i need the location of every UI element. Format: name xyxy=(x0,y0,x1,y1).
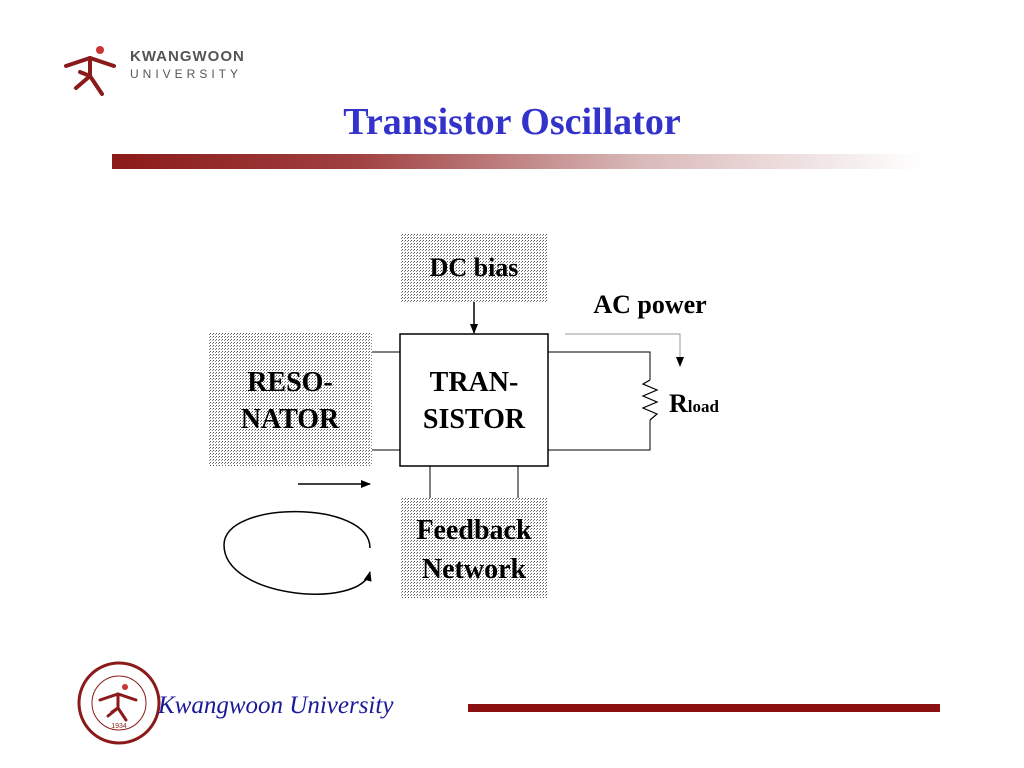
feedback-network-box xyxy=(400,498,548,598)
title-underline-bar xyxy=(112,154,922,169)
rload-label: Rload xyxy=(669,389,720,418)
feedback-label-1: Feedback xyxy=(416,515,532,546)
resistor-icon xyxy=(641,379,659,421)
seal-year: 1934 xyxy=(111,723,127,730)
loop-arrow-icon xyxy=(223,510,372,595)
university-seal-icon: 1934 xyxy=(77,661,161,745)
transistor-label-2: SISTOR xyxy=(423,404,526,435)
dc-bias-label: DC bias xyxy=(430,253,519,282)
transistor-label-1: TRAN- xyxy=(430,367,519,398)
resonator-label-1: RESO- xyxy=(247,367,333,398)
logo-sub: UNIVERSITY xyxy=(130,67,243,81)
dc-bias-box xyxy=(400,234,548,302)
ac-power-label: AC power xyxy=(593,290,706,319)
resonator-label-2: NATOR xyxy=(241,404,340,435)
load-wire xyxy=(548,351,651,451)
transistor-box xyxy=(399,333,549,467)
university-logo-icon xyxy=(64,46,116,96)
rload-main: R xyxy=(669,389,688,418)
ac-power-arrow xyxy=(565,333,684,367)
logo-name: KWANGWOON xyxy=(130,48,245,65)
footer-bar xyxy=(468,704,940,712)
page-title: Transistor Oscillator xyxy=(343,101,681,143)
footer-university-name: Kwangwoon University xyxy=(158,692,394,719)
feedback-label-2: Network xyxy=(422,554,527,585)
rload-sub: load xyxy=(688,397,720,416)
resonator-box xyxy=(208,333,372,466)
logo-wordmark: KWANGWOON UNIVERSITY xyxy=(130,48,245,81)
